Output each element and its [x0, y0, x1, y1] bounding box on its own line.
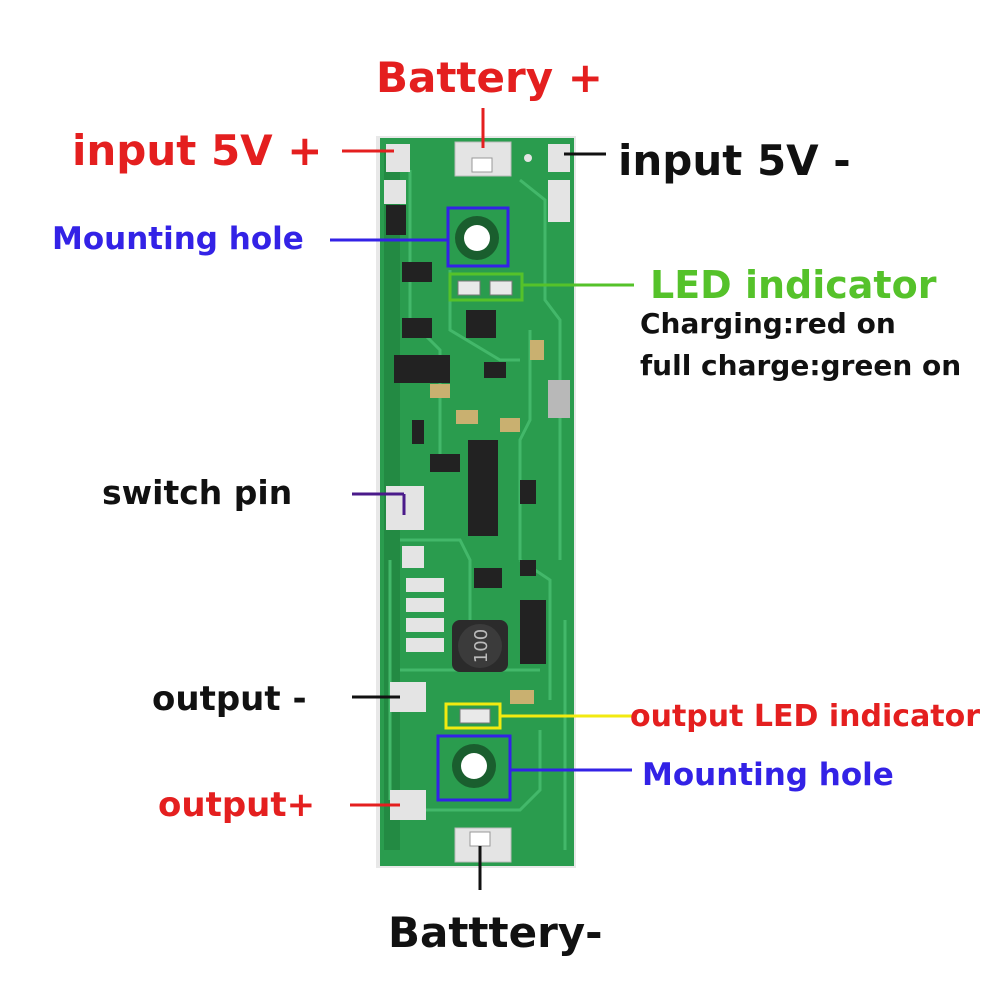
pcb-board: 100 — [376, 136, 576, 868]
label-switch-pin: switch pin — [102, 473, 293, 512]
mounting-hole-bottom-center — [461, 753, 487, 779]
pad-strip-3 — [406, 618, 444, 632]
pad-switch-pin-2 — [402, 546, 424, 568]
output-led — [459, 708, 491, 724]
label-mounting-hole-top: Mounting hole — [52, 221, 304, 257]
mounting-hole-top-center — [464, 225, 490, 251]
pad-strip-1 — [406, 578, 444, 592]
pad-input-minus — [548, 144, 570, 172]
inductor-core — [458, 624, 502, 668]
label-output-minus: output - — [152, 679, 307, 719]
pad-left-top — [384, 180, 406, 204]
pad-input-plus — [386, 144, 410, 172]
pad-right-top — [548, 180, 570, 222]
highlight-led-indicator — [448, 272, 524, 302]
inductor-marking: 100 — [471, 629, 492, 663]
pad-strip-4 — [406, 638, 444, 652]
label-input-minus: input 5V - — [618, 136, 851, 185]
label-output-plus: output+ — [158, 785, 316, 825]
label-led-indicator: LED indicator — [650, 263, 937, 307]
pad-battery-plus-inner — [471, 157, 493, 173]
highlight-mounting-hole-bottom — [436, 734, 512, 802]
label-input-plus: input 5V + — [72, 126, 323, 175]
led-green — [489, 280, 513, 296]
label-full-charge: full charge:green on — [640, 349, 962, 382]
pad-strip-2 — [406, 598, 444, 612]
via-top — [524, 154, 532, 162]
label-charging: Charging:red on — [640, 307, 896, 340]
highlight-mounting-hole-top — [446, 206, 510, 268]
label-battery-minus: Batttery- — [388, 908, 603, 957]
pad-battery-minus-inner — [469, 831, 491, 847]
led-red — [457, 280, 481, 296]
label-battery-plus: Battery + — [376, 53, 603, 102]
pcb-components — [386, 205, 570, 704]
label-mounting-hole-bottom: Mounting hole — [642, 757, 894, 793]
label-output-led: output LED indicator — [630, 702, 981, 732]
